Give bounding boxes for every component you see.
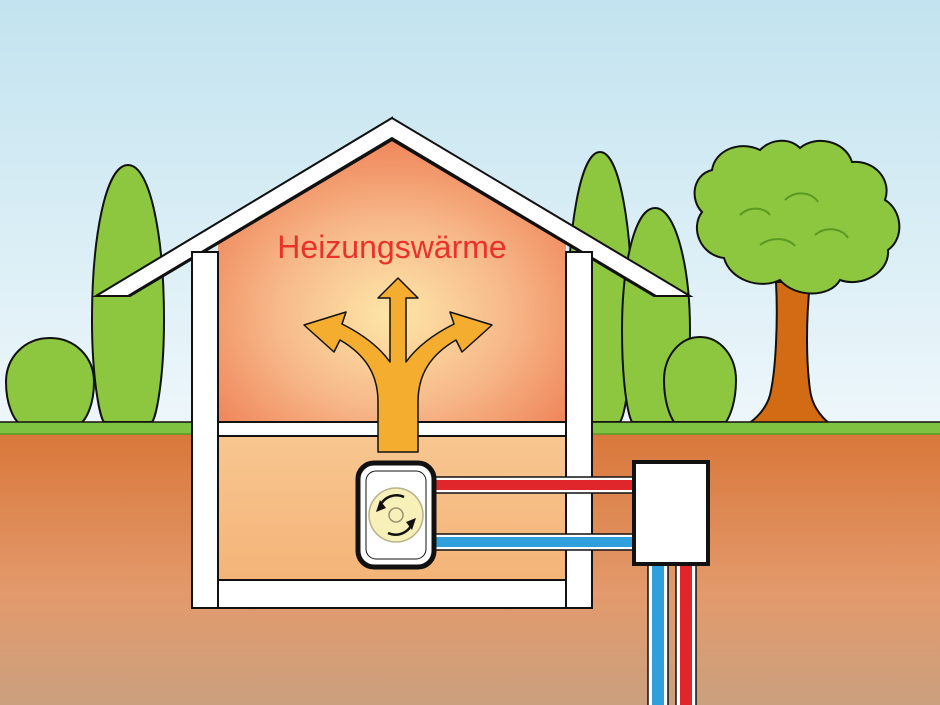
pipe-hot-horizontal [431,476,637,494]
house-frame [92,116,694,609]
heat-pump-icon [355,460,437,570]
bush-right [662,335,738,423]
distribution-box-icon [632,460,710,566]
tree-deciduous [693,139,901,425]
bush-left [4,336,96,425]
pipe-hot-vertical [675,561,697,705]
attic-heated-space [218,140,566,422]
pipe-cold-horizontal [431,533,637,551]
pipe-cold-vertical [647,561,669,705]
heat-label: Heizungswärme [277,229,506,265]
heat-flow-arrows-icon [303,277,493,453]
